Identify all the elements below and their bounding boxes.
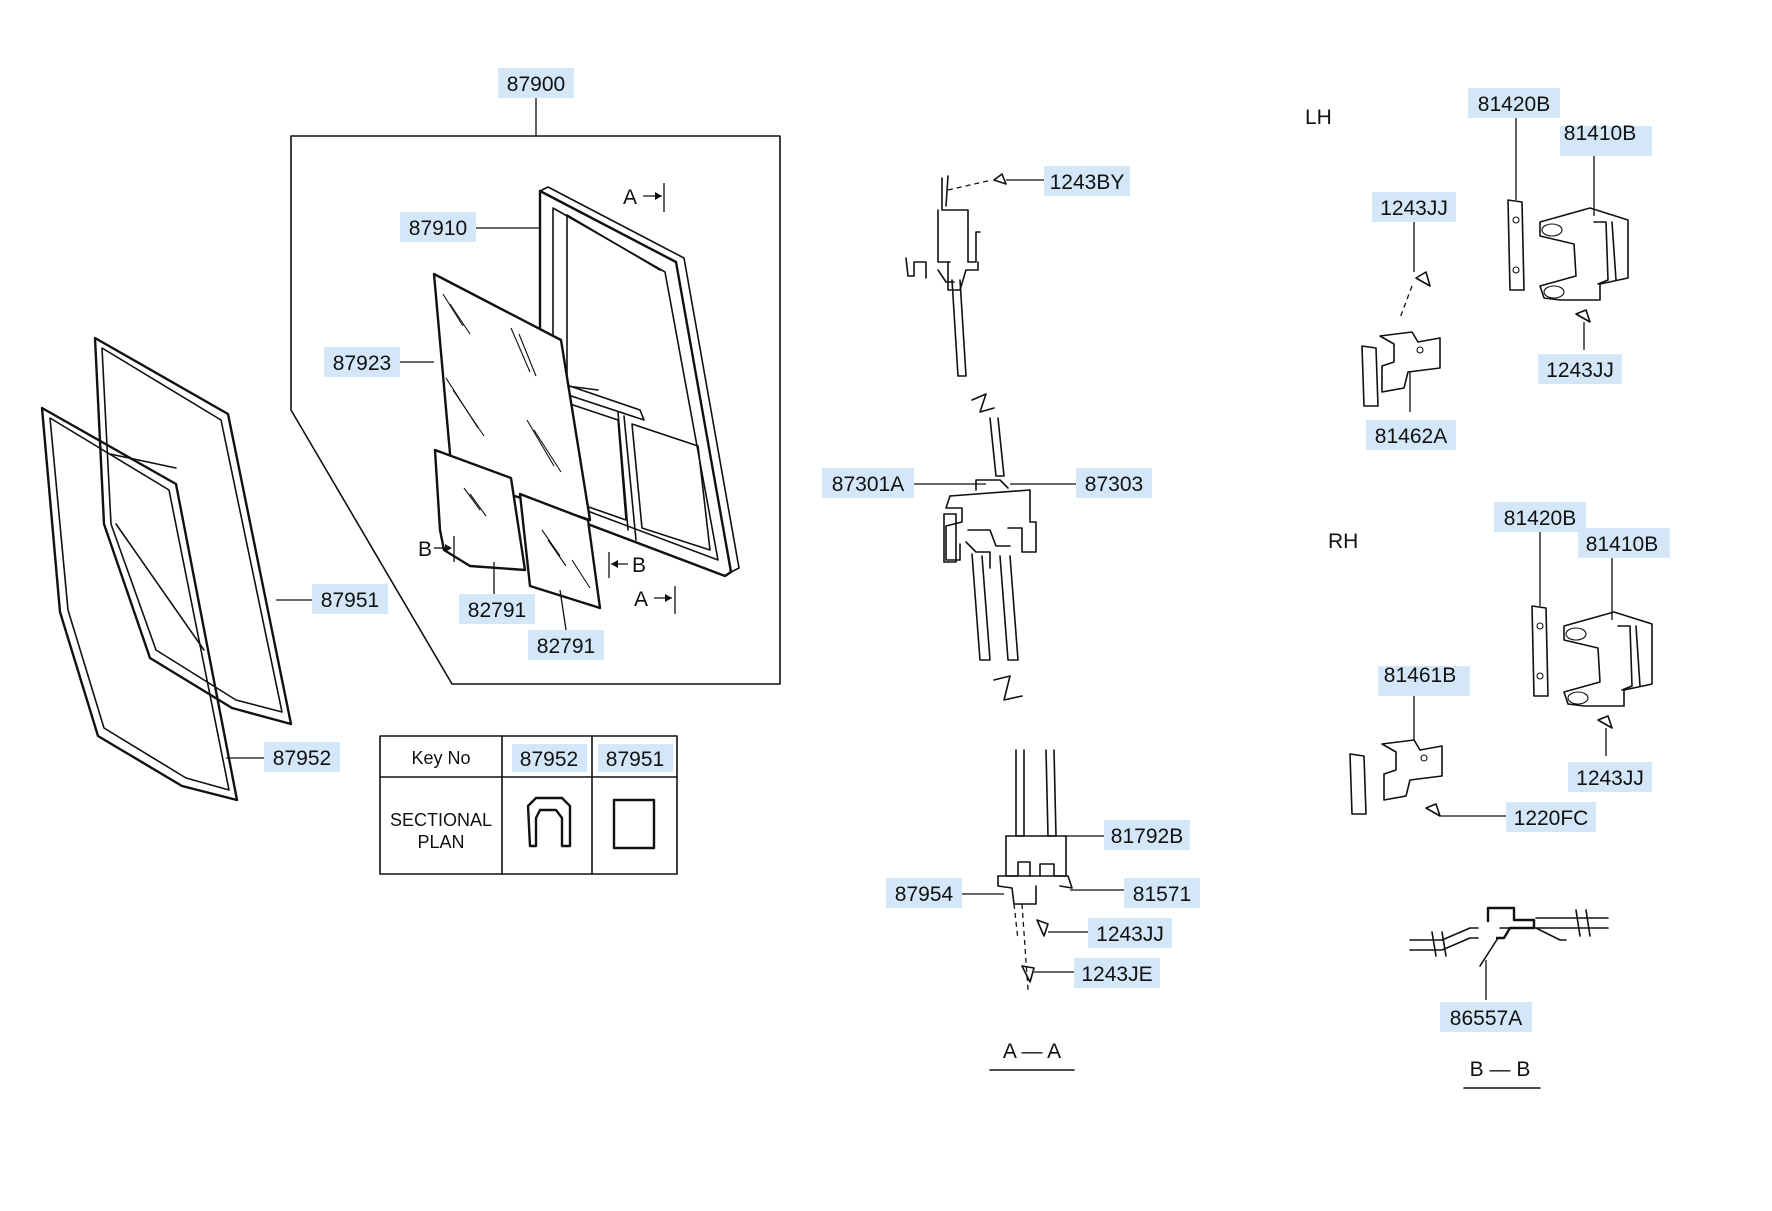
label-1243JJ-lh-bottom[interactable]: 1243JJ [1538, 354, 1622, 384]
svg-text:87910: 87910 [409, 217, 467, 240]
label-1243BY[interactable]: 1243BY [1044, 166, 1130, 196]
svg-text:A: A [623, 186, 637, 209]
section-b-b: B — B [1409, 906, 1609, 1089]
svg-text:87900: 87900 [507, 73, 565, 96]
main-glass [432, 272, 592, 522]
svg-text:1243JJ: 1243JJ [1546, 359, 1614, 382]
svg-text:81792B: 81792B [1111, 825, 1183, 848]
key-table: Key No 87952 87951 SECTIONAL PLAN [379, 735, 678, 875]
label-87303[interactable]: 87303 [1076, 468, 1152, 498]
svg-text:1243JE: 1243JE [1081, 963, 1152, 986]
door-window-assembly: A A B B [40, 96, 781, 802]
key-col-87951: 87951 [606, 748, 664, 771]
label-87952[interactable]: 87952 [226, 742, 340, 772]
svg-text:87952: 87952 [273, 747, 331, 770]
label-81462A[interactable]: 81462A [1366, 420, 1456, 450]
svg-text:86557A: 86557A [1450, 1007, 1522, 1030]
svg-text:1243BY: 1243BY [1050, 171, 1125, 194]
svg-text:B: B [418, 538, 432, 561]
small-glass-right [518, 492, 602, 610]
seal-87951 [93, 336, 293, 726]
lh-label: LH [1305, 106, 1332, 129]
section-marker-a-top: A [623, 183, 665, 212]
key-no-header: Key No [411, 748, 470, 768]
section-a-a: A — A [905, 173, 1124, 1071]
svg-text:A: A [634, 588, 648, 611]
svg-text:81420B: 81420B [1504, 507, 1576, 530]
svg-text:82791: 82791 [468, 599, 526, 622]
svg-text:81410B: 81410B [1564, 122, 1636, 145]
svg-text:87954: 87954 [895, 883, 954, 906]
label-87900[interactable]: 87900 [498, 68, 574, 98]
svg-text:82791: 82791 [537, 635, 595, 658]
label-1243JJ-aa[interactable]: 1243JJ [1088, 918, 1172, 948]
svg-text:87951: 87951 [321, 589, 379, 612]
label-81420B-lh[interactable]: 81420B [1468, 88, 1560, 118]
rh-label: RH [1328, 530, 1358, 553]
section-marker-b-left: B [418, 536, 455, 562]
seal-profile-87952 [526, 796, 572, 848]
label-82791-b[interactable]: 82791 [528, 589, 604, 660]
label-1243JE[interactable]: 1243JE [1074, 958, 1160, 988]
section-marker-b-right: B [608, 552, 646, 578]
section-b-b-caption: B — B [1470, 1058, 1531, 1081]
hinge-rh: RH [1328, 528, 1653, 817]
label-81410B-rh[interactable]: 81410B [1578, 528, 1670, 558]
svg-text:B: B [632, 554, 646, 577]
label-81792B[interactable]: 81792B [1104, 820, 1190, 850]
seal-profile-87951 [612, 798, 656, 850]
label-81410B-lh[interactable]: 81410B [1560, 122, 1652, 156]
hinge-lh: LH [1305, 106, 1629, 412]
label-81571[interactable]: 81571 [1124, 878, 1200, 908]
label-81461B[interactable]: 81461B [1378, 664, 1470, 696]
svg-text:1243JJ: 1243JJ [1096, 923, 1164, 946]
svg-text:81461B: 81461B [1384, 664, 1456, 687]
svg-text:81410B: 81410B [1586, 533, 1658, 556]
svg-text:87301A: 87301A [832, 473, 904, 496]
small-glass-left [433, 448, 527, 572]
label-81420B-rh[interactable]: 81420B [1494, 502, 1586, 532]
svg-text:1243JJ: 1243JJ [1380, 197, 1448, 220]
svg-text:1220FC: 1220FC [1514, 807, 1589, 830]
svg-text:87303: 87303 [1085, 473, 1143, 496]
label-1220FC[interactable]: 1220FC [1506, 802, 1596, 832]
svg-text:81462A: 81462A [1375, 425, 1447, 448]
part-labels: 87900 87910 87923 82791 82791 87951 [226, 68, 1670, 1032]
sectional-plan-label-2: PLAN [417, 832, 464, 852]
label-1243JJ-lh-top[interactable]: 1243JJ [1372, 192, 1456, 222]
label-87301A[interactable]: 87301A [822, 468, 914, 498]
label-87923[interactable]: 87923 [324, 347, 434, 377]
label-87951[interactable]: 87951 [276, 584, 388, 614]
svg-text:81420B: 81420B [1478, 93, 1550, 116]
label-82791-a[interactable]: 82791 [459, 562, 535, 624]
svg-text:87923: 87923 [333, 352, 391, 375]
label-86557A[interactable]: 86557A [1440, 1002, 1532, 1032]
sectional-plan-label-1: SECTIONAL [390, 810, 492, 830]
svg-text:1243JJ: 1243JJ [1576, 767, 1644, 790]
section-a-a-caption: A — A [1003, 1040, 1061, 1063]
section-marker-a-bottom: A [634, 586, 676, 614]
seal-87952 [40, 406, 239, 802]
label-1243JJ-rh[interactable]: 1243JJ [1568, 762, 1652, 792]
key-col-87952: 87952 [520, 748, 578, 771]
label-87910[interactable]: 87910 [400, 212, 540, 242]
label-87954[interactable]: 87954 [886, 878, 962, 908]
svg-text:81571: 81571 [1133, 883, 1191, 906]
